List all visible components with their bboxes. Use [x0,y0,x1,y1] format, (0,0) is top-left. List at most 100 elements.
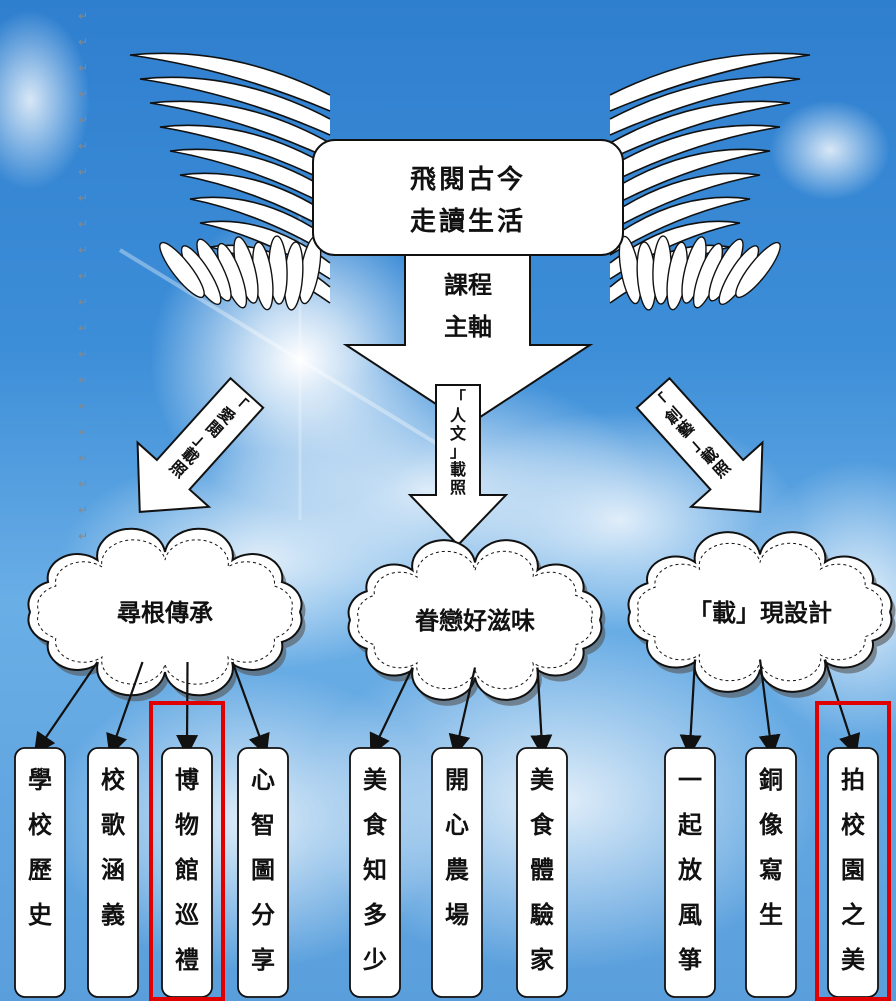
wings-icon [129,52,811,311]
feather-icon [129,52,331,112]
activity-box-label: 物 [175,810,199,839]
activity-box-label: 食 [363,810,388,839]
feather-icon [169,148,331,208]
branch-arrow: 「創藝」載照 [635,376,764,513]
feather-icon [609,52,811,112]
activity-box-label: 起 [677,810,703,839]
left-wing-icon [129,52,331,311]
activity-box-label: 心 [251,765,275,794]
activity-box-label: 一 [678,765,702,794]
main-axis-line2: 主軸 [444,312,492,341]
branch-arrow-label: 」 [450,442,466,461]
activity-box-label: 美 [363,765,387,794]
branch-arrow-label: 人 [450,406,467,425]
activity-box-label: 史 [28,900,53,929]
svg-text:↵: ↵ [78,477,88,491]
activity-box-label: 食 [530,810,555,839]
activity-box-label: 寫 [759,855,783,884]
topic-cloud-label: 眷戀好滋味 [414,606,535,635]
activity-box-label: 場 [445,900,469,929]
activity-box-label: 學 [28,765,52,794]
svg-text:↵: ↵ [78,295,88,309]
topic-cloud-label: 「載」現設計 [688,598,832,627]
connector-arrow [448,667,477,757]
activity-box-label: 銅 [759,765,783,794]
topic-cloud: 尋根傳承 [27,527,306,702]
feather-icon [609,148,771,208]
branch-arrow-label: 「 [450,388,466,407]
right-wing-icon [609,52,811,311]
highlight-frame [815,701,891,1001]
branch-arrow: 「人文」載照 [407,384,509,547]
connector-arrow [33,661,99,756]
activity-box-label: 放 [677,855,703,884]
activity-box-label: 涵 [101,855,125,884]
activity-box-label: 拍 [841,765,865,794]
activity-box-label: 校 [28,810,53,839]
feather-icon [609,76,801,136]
feather-icon [609,172,761,232]
feather-icon [159,124,331,184]
feather-icon [609,124,781,184]
topic-cloud-label: 尋根傳承 [117,598,213,627]
connector-arrow [679,659,702,757]
feather-icon [179,172,331,232]
activity-box-label: 多 [363,900,387,929]
activity-box-label: 家 [530,945,554,974]
svg-text:↵: ↵ [78,425,88,439]
main-axis-arrow: 課程 主軸 [342,254,594,427]
feather-icon [609,100,791,160]
svg-text:↵: ↵ [78,243,88,257]
feather-icon [139,76,331,136]
activity-box-label: 歷 [28,855,52,884]
activity-box-label: 農 [445,855,469,884]
svg-text:↵: ↵ [78,35,88,49]
activity-box-label: 美 [530,765,554,794]
activity-box-label: 歌 [101,810,126,839]
svg-text:↵: ↵ [78,217,88,231]
activity-box-label: 開 [445,765,469,794]
activity-box-label: 驗 [530,900,554,929]
activity-box-label: 風 [678,900,702,929]
activity-box-label: 園 [841,855,865,884]
root-title-line1: 飛閱古今 [410,164,526,195]
activity-box-label: 博 [175,765,199,794]
activity-box-label: 館 [175,855,199,884]
activity-box-label: 之 [841,900,865,929]
svg-text:↵: ↵ [78,451,88,465]
activity-box-label: 智 [251,810,275,839]
activity-box-label: 圖 [251,855,275,884]
highlight-frame [149,701,225,1001]
root-node: 飛閱古今 走讀生活 [312,139,624,256]
svg-text:↵: ↵ [78,399,88,413]
svg-text:↵: ↵ [78,269,88,283]
feather-icon [609,196,751,256]
branch-arrow-label: 載 [450,460,466,479]
connector-arrow [758,659,781,757]
connector-arrow [369,667,414,756]
topic-cloud: 「載」現設計 [627,531,896,698]
svg-text:↵: ↵ [78,87,88,101]
activity-box-label: 義 [101,900,125,929]
connector-arrow [530,667,553,757]
activity-box-label: 美 [841,945,865,974]
feather-icon [149,100,331,160]
svg-text:↵: ↵ [78,191,88,205]
main-axis-line1: 課程 [444,270,492,299]
branch-arrow-label: 文 [450,424,467,443]
activity-box-label: 心 [445,810,469,839]
svg-text:↵: ↵ [78,165,88,179]
feather-icon [189,196,331,256]
activity-box-label: 知 [363,855,387,884]
